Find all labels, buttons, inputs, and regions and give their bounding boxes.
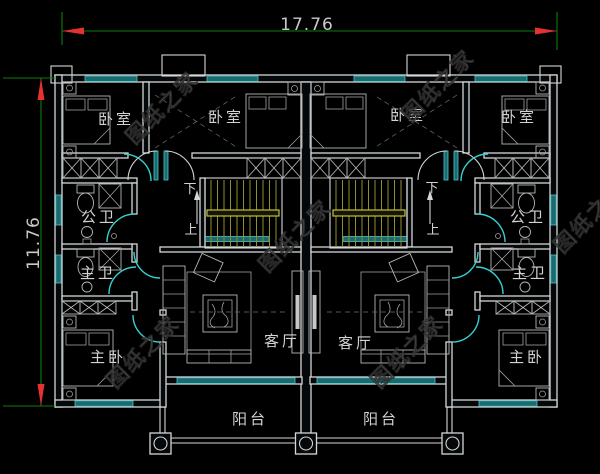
room-label-bedroom-4: 卧室: [501, 108, 537, 126]
room-label-balcony-right: 阳台: [363, 410, 399, 428]
room-label-master-bedroom-left: 主卧: [90, 348, 126, 366]
stair-down-label: 下: [425, 181, 438, 196]
watermark-text: 图纸之家: [254, 195, 336, 277]
room-label-master-bedroom-right: 主卧: [509, 348, 545, 366]
dim-arrow-right: [535, 27, 557, 35]
column: [294, 432, 318, 455]
stair-up-label: 上: [426, 223, 439, 238]
dim-arrow-down: [37, 384, 45, 406]
room-label-master-bath-left: 主卫: [80, 264, 116, 282]
room-label-bedroom-2: 卧室: [208, 108, 244, 126]
room-label-bedroom-3: 卧室: [390, 106, 426, 124]
column: [149, 432, 172, 455]
stair-direction-left: 下 上: [183, 182, 200, 238]
room-label-balcony-left: 阳台: [232, 410, 268, 428]
room-label-public-bath-left: 公卫: [81, 208, 117, 226]
room-label-living-right: 客厅: [338, 334, 374, 352]
stair-down-label: 下: [183, 182, 196, 197]
stair-direction-right: 下 上: [425, 181, 439, 238]
room-label-living-left: 客厅: [264, 332, 300, 350]
balcony-railing: [149, 432, 464, 455]
room-label-public-bath-right: 公卫: [510, 208, 546, 226]
dimension-height-text: 11.76: [24, 216, 44, 270]
left-unit-geometry: [50, 54, 304, 434]
room-label-master-bath-right: 主卫: [512, 264, 548, 282]
dim-arrow-up: [37, 78, 45, 100]
stair-up-label: 上: [184, 223, 197, 238]
dimension-top: 17.76: [61, 12, 558, 50]
dim-arrow-left: [62, 27, 84, 35]
dimension-left: 11.76: [3, 77, 55, 407]
dimension-width-text: 17.76: [280, 15, 334, 35]
column: [441, 432, 464, 455]
room-label-bedroom-1: 卧室: [98, 110, 134, 128]
